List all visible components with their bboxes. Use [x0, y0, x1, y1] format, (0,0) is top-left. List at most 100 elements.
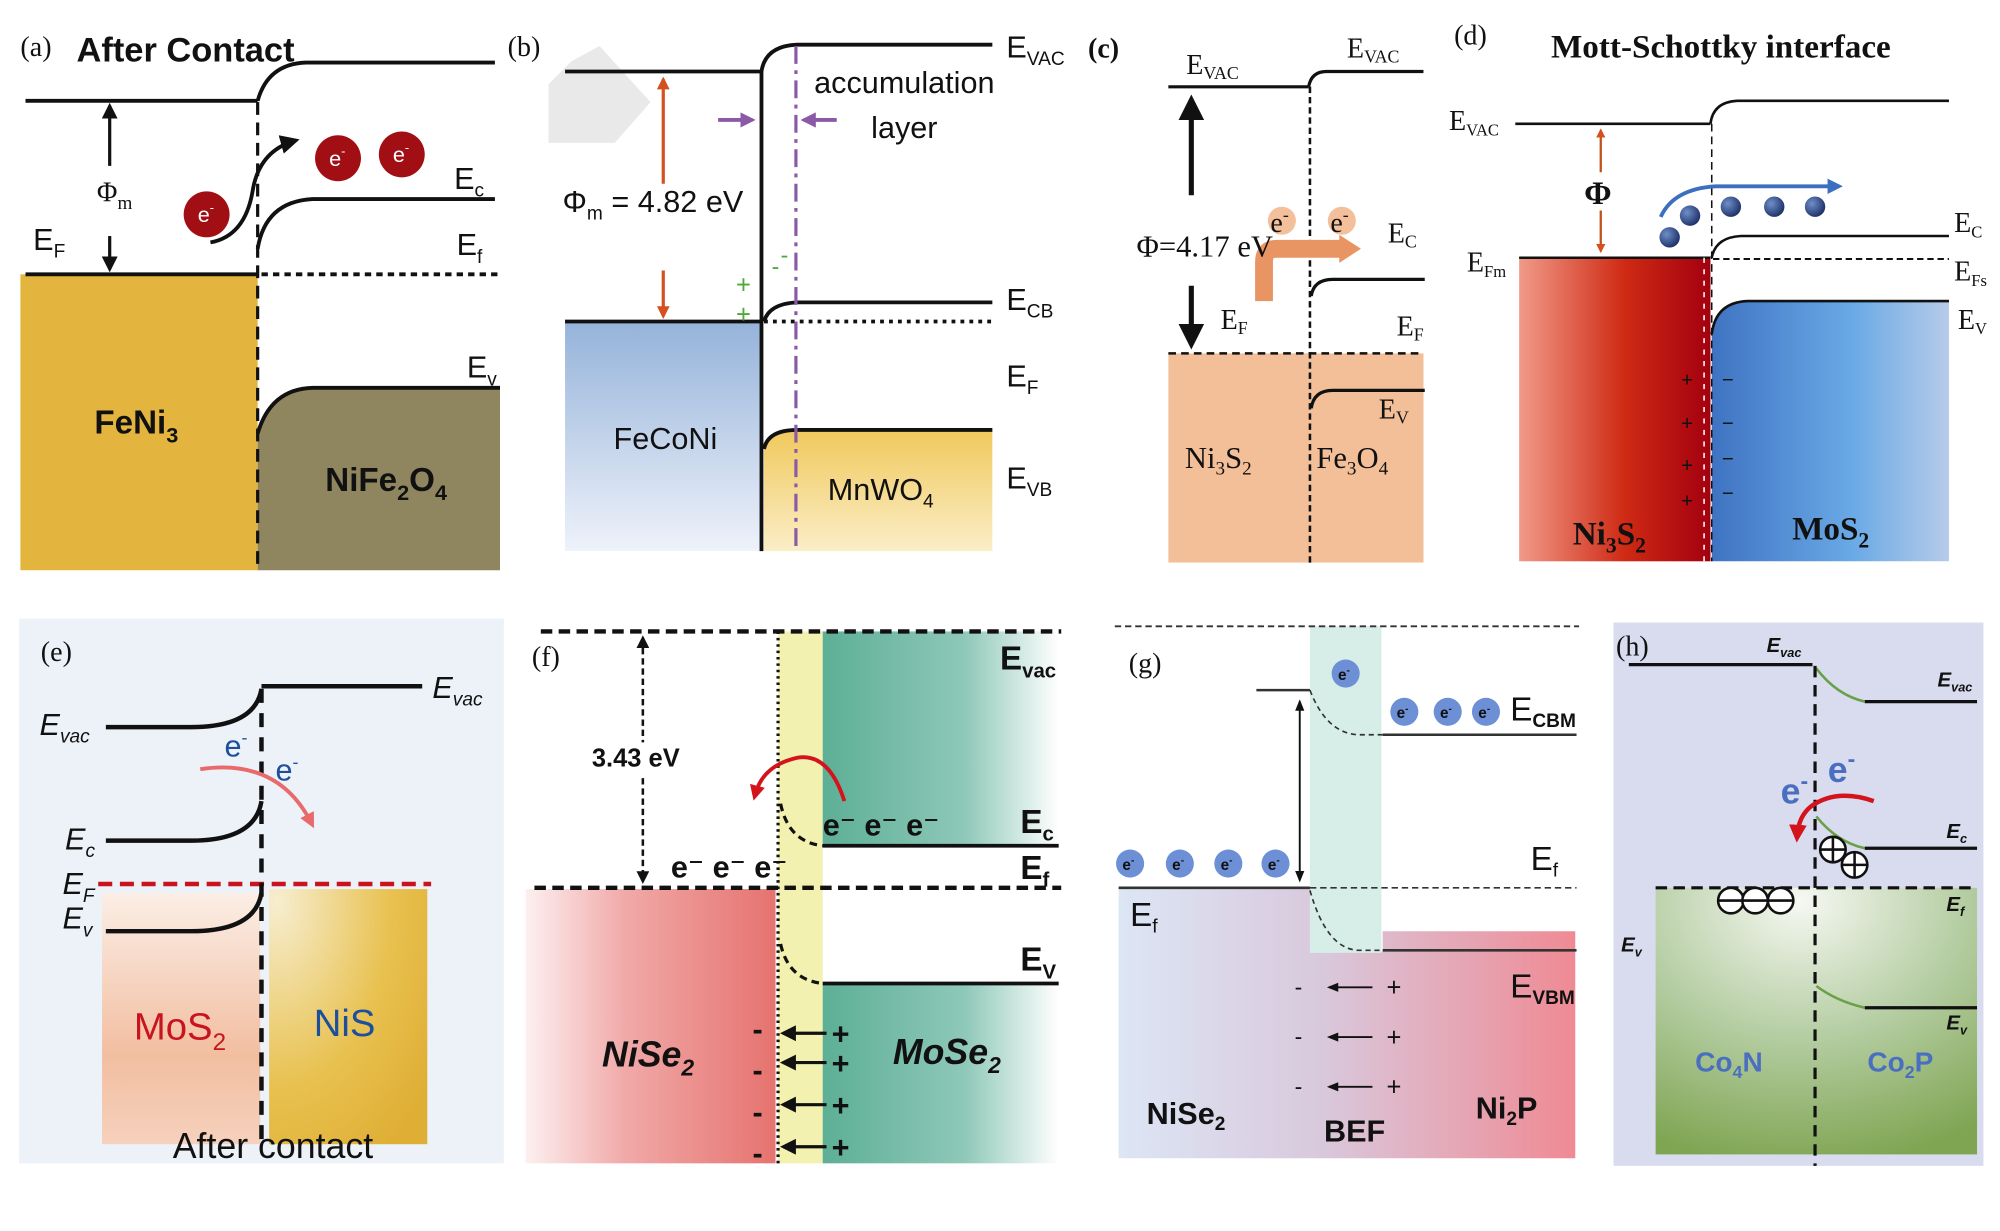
valence-band — [1710, 299, 1949, 335]
vac-label: Evac — [1000, 641, 1056, 683]
panel-b: (b) Φm = 4.82 eV accumulation layer EVAC… — [508, 30, 1065, 552]
work-function-label: Φm — [97, 178, 133, 215]
valence-band-right — [255, 385, 500, 435]
svg-text:+: + — [832, 1018, 850, 1052]
vacuum-level-left — [105, 688, 264, 730]
metal-block-fecomi — [565, 321, 762, 552]
panel-f: 3.43 eV e⁻ e⁻ e⁻ e⁻ e⁻ e⁻ (f) Evac Ec Ef… — [525, 629, 1062, 1171]
vb-label: EVB — [1006, 462, 1052, 502]
negative-charge: − — [1722, 449, 1734, 471]
panel-c-tag: (c) — [1088, 33, 1119, 64]
svg-text:-: - — [1295, 974, 1303, 1000]
semiconductor-block-mos2 — [1711, 301, 1949, 562]
fermi-label: EF — [63, 867, 96, 907]
work-function-label: Φ — [1584, 175, 1612, 212]
vac-label-left: Evac — [40, 708, 91, 748]
cbm-bend — [1309, 689, 1383, 736]
panel-a: (a) After Contact Φm EF Ec Ef Ev e- e- e… — [20, 31, 500, 571]
cbm-label: ECBM — [1510, 692, 1576, 732]
cb-label: ECB — [1006, 283, 1053, 323]
panel-c: (c) e- e- Φ=4.17 eV EVAC EVAC EC EF EF E… — [1088, 33, 1425, 563]
material-label-ni3s2: Ni3S2 — [1573, 516, 1646, 558]
electrons-left: e⁻ e⁻ e⁻ — [671, 851, 788, 885]
vb-label-left: Ev — [1621, 935, 1643, 960]
conduction-band — [1309, 277, 1425, 297]
electron-label: e- — [1330, 205, 1348, 239]
electron-icon: e- — [315, 135, 361, 182]
svg-text:-: - — [753, 1136, 763, 1170]
material-label-nis: NiS — [314, 1002, 376, 1045]
positive-charge: + — [1681, 455, 1693, 477]
panel-g-tag: (g) — [1129, 648, 1162, 679]
vb-label: EV — [1379, 394, 1409, 427]
svg-text:+: + — [1386, 1024, 1401, 1052]
material-label-mose2: MoSe2 — [893, 1032, 1001, 1078]
material-label-nife2o4: NiFe2O4 — [325, 462, 447, 505]
svg-text:e-: e- — [1440, 704, 1452, 722]
metal-block-feni3 — [20, 274, 258, 571]
bef-label: BEF — [1324, 1115, 1385, 1149]
material-label-co4n: Co4N — [1695, 1046, 1763, 1081]
panel-h-tag: (h) — [1616, 632, 1649, 663]
fermi-label: Ef — [1946, 894, 1966, 919]
svg-text:e-: e- — [1338, 666, 1350, 684]
semiconductor-upper-mose2 — [822, 631, 1059, 846]
accumulation-label: accumulation — [814, 66, 994, 100]
gap-value-label: 3.43 eV — [592, 745, 680, 773]
accumulation-label-2: layer — [871, 111, 937, 145]
positive-charge: + — [1681, 370, 1693, 392]
svg-text:e-: e- — [393, 140, 409, 167]
svg-text:e-: e- — [1268, 856, 1280, 874]
semiconductor-block-mos2 — [102, 892, 261, 1145]
svg-text:+: + — [832, 1089, 850, 1123]
valence-band — [105, 892, 264, 934]
fermi-label-left: Ef — [1130, 897, 1158, 937]
semiconductor-block-nife2o4 — [257, 387, 500, 571]
electron-transfer-arrow — [210, 135, 300, 245]
hole-icon — [1818, 835, 1847, 864]
vacuum-level-right — [1709, 99, 1949, 124]
material-label-ni2p: Ni2P — [1476, 1092, 1538, 1130]
electron-label: e- — [276, 752, 299, 788]
vb-label: EV — [1020, 942, 1056, 984]
positive-charge: + — [736, 301, 751, 329]
panel-e: (e) e- e- Evac Evac Ec EF Ev MoS2 NiS Af… — [19, 618, 504, 1166]
built-in-field: - - - + + + — [1295, 974, 1402, 1102]
svg-text:-: - — [753, 1013, 763, 1047]
electron-icon — [1804, 196, 1826, 217]
negative-charge: - — [781, 242, 789, 268]
semiconductor-lower-mose2 — [822, 983, 1059, 1164]
electron-icon: e- — [1390, 697, 1419, 726]
electron-icon — [1659, 227, 1680, 248]
svg-text:+: + — [1386, 974, 1401, 1002]
panel-h: (h) e- e- Evac Evac Ec Ef Ev Ev Co4N Co2… — [1613, 622, 1984, 1166]
fermi-semi-label: EFs — [1954, 257, 1987, 290]
electron-icon: e- — [378, 131, 425, 178]
svg-text:-: - — [1295, 1073, 1303, 1099]
positive-charge: + — [1681, 413, 1693, 435]
panel-d-tag: (d) — [1454, 21, 1487, 52]
panel-g: (g) e- e- e- e- e- e- e- e- ECBM Ef Ef E… — [1114, 625, 1580, 1159]
cb-label: Ec — [1020, 804, 1053, 846]
valence-band — [1309, 388, 1425, 409]
semiconductor-block-mnwo4 — [764, 429, 993, 552]
decorative-shape — [548, 45, 651, 143]
vac-label: EVAC — [1449, 106, 1499, 139]
material-label-co2p: Co2P — [1867, 1046, 1933, 1081]
svg-text:e-: e- — [329, 144, 345, 171]
electron-icon: e- — [183, 191, 230, 238]
cb-label: Ec — [1946, 821, 1967, 846]
vac-label-right: EVAC — [1347, 33, 1400, 66]
fermi-label-right: Ef — [1531, 841, 1559, 881]
electron-icon — [1679, 205, 1701, 226]
electron-label: e- — [1828, 746, 1855, 790]
material-label-mos2: MoS2 — [134, 1006, 226, 1056]
negative-charge: − — [1722, 370, 1734, 392]
material-label-nise2: NiSe2 — [602, 1034, 694, 1080]
metal-block-nise2 — [525, 889, 776, 1164]
svg-text:e-: e- — [1172, 856, 1184, 874]
vbm-bend — [1309, 890, 1383, 952]
material-label-feni3: FeNi3 — [94, 405, 178, 448]
built-in-field: - - - - + + + + - — [753, 1013, 850, 1171]
